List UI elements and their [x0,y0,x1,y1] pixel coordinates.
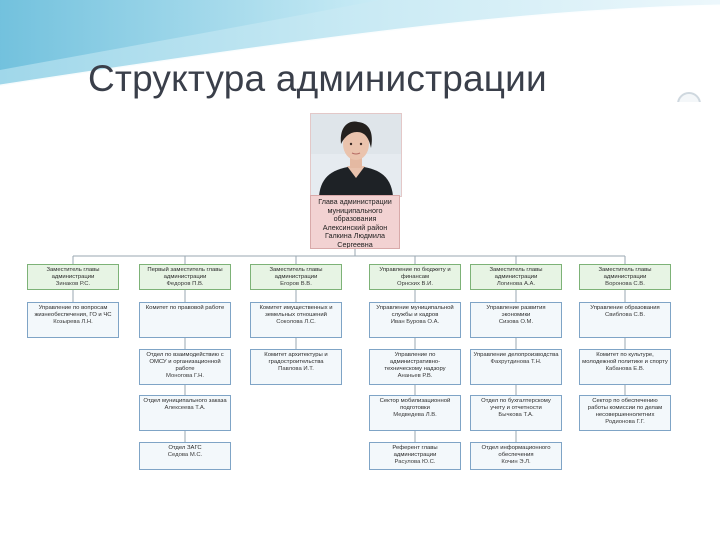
unit-title: Управление по вопросам жизнеобеспечения,… [34,305,112,318]
unit-title: Референт главы администрации [392,445,438,458]
unit-title: Отдел ЗАГС [168,445,202,451]
unit-title: Заместитель главы администрации [489,267,543,280]
unit-title: Сектор мобилизационной подготовки [379,398,451,411]
unit-head-name: Седова М.С. [167,452,203,458]
head-role: Глава администрации муниципального образ… [318,197,392,232]
subordinate-unit-box: Управление муниципальной службы и кадров… [369,302,461,338]
unit-head-name: Алексеева Т.А. [164,405,206,411]
head-of-administration-box: Глава администрации муниципального образ… [310,195,400,249]
unit-title: Отдел муниципального заказа [143,398,227,404]
unit-head-name: Соколова Л.С. [276,319,316,325]
unit-title: Заместитель главы администрации [46,267,100,280]
unit-head-name: Моногова Г.Н. [165,373,205,379]
unit-head-name: Воронова С.В. [605,281,645,287]
unit-head-name: Кабанова Е.В. [605,366,645,372]
unit-title: Комитет имущественных и земельных отноше… [259,305,333,318]
unit-title: Комитет архитектуры и градостроительства [264,352,328,365]
unit-head-name: Фахрутдинова Т.Н. [490,359,542,365]
unit-title: Отдел по взаимодействию с ОМСУ и организ… [146,352,224,372]
unit-head-name: Кочин Э.Л. [501,459,531,465]
unit-title: Управление делопроизводства [473,352,559,358]
unit-title: Отдел информационного обеспечения [481,445,551,458]
unit-title: Заместитель главы администрации [598,267,652,280]
unit-title: Сектор по обеспечению работы комиссии по… [587,398,663,418]
unit-head-name: Федоров П.В. [166,281,204,287]
unit-head-name: Орнских В.И. [397,281,433,287]
portrait-image [311,114,401,196]
head-portrait-photo [310,113,402,197]
unit-head-name: Козырева Л.Н. [53,319,93,325]
unit-head-name: Павлова И.Т. [278,366,314,372]
subordinate-unit-box: Комитет архитектуры и градостроительства… [250,349,342,385]
unit-title: Отдел по бухгалтерскому учету и отчетнос… [481,398,551,411]
unit-title: Управление муниципальной службы и кадров [376,305,454,318]
unit-title: Заместитель главы администрации [269,267,323,280]
unit-head-name: Свиблова С.В. [605,312,645,318]
unit-head-name: Егоров В.В. [280,281,312,287]
unit-title: Комитет по культуре, молодежной политике… [582,352,668,365]
unit-head-name: Логинова А.А. [496,281,536,287]
unit-head-name: Бычкова Т.А. [498,412,534,418]
unit-head-name: Иван Бурова О.А. [390,319,440,325]
subordinate-unit-box: Отдел по взаимодействию с ОМСУ и организ… [139,349,231,385]
subordinate-unit-box: Сектор по обеспечению работы комиссии по… [579,395,671,431]
unit-title: Комитет по правовой работе [145,305,225,311]
unit-title: Первый заместитель главы администрации [147,267,223,280]
subordinate-unit-box: Управление по вопросам жизнеобеспечения,… [27,302,119,338]
slide-title: Структура администрации [88,58,547,99]
unit-head-name: Медведева Л.В. [393,412,437,418]
subordinate-unit-box: Отдел по бухгалтерскому учету и отчетнос… [470,395,562,431]
unit-head-name: Сизова О.М. [498,319,534,325]
unit-head-name: Расулова Ю.С. [394,459,436,465]
subordinate-unit-box: Комитет по правовой работе [139,302,231,338]
unit-title: Управление развития экономики [486,305,546,318]
head-name: Галкина Людмила Сергеевна [324,231,386,249]
unit-head-name: Зинаков Р.С. [55,281,91,287]
header-swoosh-decoration [0,0,720,110]
unit-title: Управление образования [590,305,660,311]
subordinate-unit-box: Комитет имущественных и земельных отноше… [250,302,342,338]
unit-head-name: Родионова Г.Г. [605,419,645,425]
unit-head-name: Ананьев Р.В. [397,373,433,379]
unit-title: Управление по бюджету и финансам [379,267,451,280]
subordinate-unit-box: Комитет по культуре, молодежной политике… [579,349,671,385]
unit-title: Управление по административно-техническо… [384,352,446,372]
subordinate-unit-box: Управление по административно-техническо… [369,349,461,385]
